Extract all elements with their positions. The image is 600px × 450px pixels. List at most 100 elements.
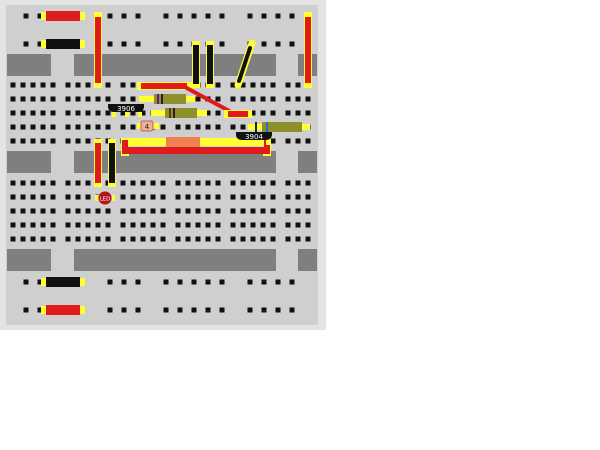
- breadboard-hole: [205, 180, 211, 186]
- breadboard-hole: [65, 194, 71, 200]
- breadboard-hole: [295, 96, 301, 102]
- breadboard-hole: [121, 13, 127, 19]
- breadboard-hole: [30, 222, 36, 228]
- breadboard-hole: [289, 13, 295, 19]
- breadboard-hole: [135, 13, 141, 19]
- breadboard-hole: [95, 236, 101, 242]
- breadboard-hole: [289, 307, 295, 313]
- breadboard-hole: [95, 208, 101, 214]
- breadboard-hole: [10, 208, 16, 214]
- breadboard-hole: [85, 194, 91, 200]
- breadboard-hole: [160, 208, 166, 214]
- breadboard-hole: [215, 82, 221, 88]
- transistor-3904: 3904: [236, 132, 272, 145]
- breadboard-hole: [20, 180, 26, 186]
- breadboard-hole: [50, 208, 56, 214]
- breadboard-hole: [163, 13, 169, 19]
- breadboard-hole: [65, 96, 71, 102]
- breadboard-hole: [10, 236, 16, 242]
- breadboard-hole: [240, 222, 246, 228]
- resistor-band: [161, 94, 163, 104]
- transistor-1-label: 3906: [117, 105, 135, 113]
- breadboard-hole: [20, 124, 26, 130]
- breadboard-hole: [120, 96, 126, 102]
- breadboard-hole: [163, 41, 169, 47]
- breadboard-hole: [120, 110, 126, 116]
- channels: [7, 54, 317, 271]
- breadboard-hole: [295, 222, 301, 228]
- breadboard-hole: [260, 180, 266, 186]
- breadboard-hole: [191, 307, 197, 313]
- breadboard-hole: [105, 222, 111, 228]
- breadboard-hole: [215, 124, 221, 130]
- breadboard-hole: [295, 82, 301, 88]
- breadboard-hole: [195, 208, 201, 214]
- breadboard-hole: [75, 208, 81, 214]
- breadboard-hole: [240, 82, 246, 88]
- breadboard-hole: [40, 222, 46, 228]
- resistor-band: [173, 108, 175, 118]
- breadboard-hole: [185, 124, 191, 130]
- breadboard-hole: [40, 96, 46, 102]
- breadboard-hole: [219, 279, 225, 285]
- breadboard-hole: [30, 236, 36, 242]
- breadboard-hole: [121, 279, 127, 285]
- breadboard-hole: [20, 194, 26, 200]
- breadboard-hole: [50, 194, 56, 200]
- breadboard-hole: [140, 194, 146, 200]
- breadboard-hole: [10, 194, 16, 200]
- breadboard-hole: [260, 222, 266, 228]
- breadboard-hole: [177, 41, 183, 47]
- breadboard-hole: [150, 208, 156, 214]
- breadboard-hole: [135, 41, 141, 47]
- breadboard-hole: [295, 208, 301, 214]
- breadboard-hole: [177, 279, 183, 285]
- breadboard-hole: [37, 41, 43, 47]
- breadboard-hole: [75, 222, 81, 228]
- breadboard-hole: [40, 82, 46, 88]
- breadboard-hole: [250, 110, 256, 116]
- breadboard-hole: [10, 96, 16, 102]
- breadboard-hole: [195, 194, 201, 200]
- breadboard-hole: [140, 208, 146, 214]
- breadboard-hole: [191, 13, 197, 19]
- diode: 4: [137, 120, 159, 132]
- breadboard-hole: [285, 194, 291, 200]
- breadboard-hole: [10, 124, 16, 130]
- breadboard-hole: [185, 180, 191, 186]
- breadboard-hole: [175, 236, 181, 242]
- breadboard-hole: [37, 13, 43, 19]
- breadboard-hole: [285, 82, 291, 88]
- breadboard-hole: [65, 208, 71, 214]
- red-wire-left-supply: [95, 17, 101, 83]
- resistor-band: [266, 122, 268, 132]
- breadboard-hole: [130, 236, 136, 242]
- breadboard-hole: [23, 307, 29, 313]
- breadboard-hole: [40, 236, 46, 242]
- breadboard-hole: [85, 82, 91, 88]
- hole-grid: [10, 13, 311, 313]
- breadboard-hole: [130, 222, 136, 228]
- red-wire-horizontal-top: [141, 83, 187, 89]
- breadboard-hole: [40, 180, 46, 186]
- bottom-rail-divider-right: [298, 249, 317, 271]
- breadboard-hole: [215, 222, 221, 228]
- breadboard-hole: [10, 180, 16, 186]
- breadboard-hole: [205, 307, 211, 313]
- breadboard-hole: [40, 110, 46, 116]
- breadboard-hole: [85, 236, 91, 242]
- breadboard-hole: [65, 124, 71, 130]
- breadboard-hole: [230, 236, 236, 242]
- breadboard-hole: [185, 236, 191, 242]
- red-wire-long-bottom-left-end: [122, 140, 128, 154]
- breadboard-hole: [250, 82, 256, 88]
- breadboard-hole: [30, 124, 36, 130]
- breadboard-hole: [219, 307, 225, 313]
- top-rail-divider-left: [7, 54, 51, 76]
- breadboard-hole: [175, 208, 181, 214]
- breadboard-hole: [50, 96, 56, 102]
- breadboard-hole: [105, 124, 111, 130]
- breadboard-hole: [10, 222, 16, 228]
- breadboard-hole: [260, 194, 266, 200]
- breadboard-hole: [30, 208, 36, 214]
